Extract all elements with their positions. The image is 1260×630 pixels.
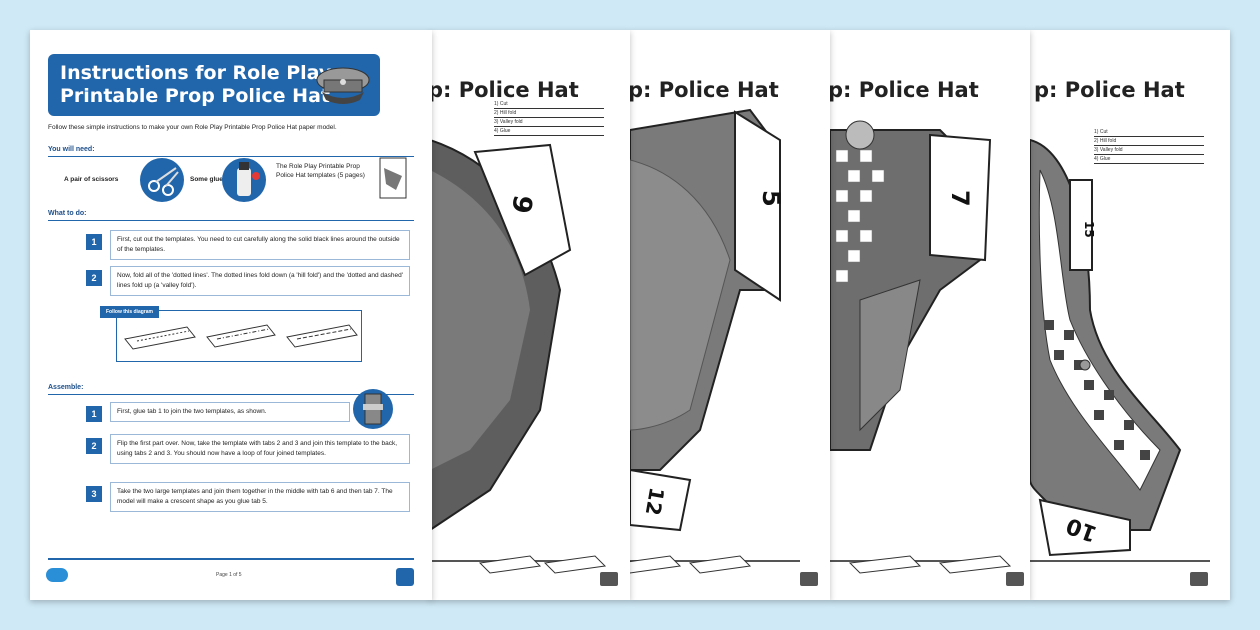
template-sheet-1: p: Police Hat 1) Cut 2) Hill fold 3) Val… — [430, 30, 630, 600]
fold-diagram — [848, 555, 1012, 574]
tab-label-bottom: 12 — [641, 486, 669, 518]
quality-badge — [396, 568, 414, 586]
twinkl-badge — [1006, 572, 1024, 586]
hat-piece-illustration: 5 12 — [630, 108, 785, 532]
title-banner: Instructions for Role Play Printable Pro… — [48, 54, 380, 116]
tab-label: 9 — [505, 193, 538, 216]
police-hat-icon — [316, 67, 370, 104]
section-divider — [48, 220, 414, 221]
sheet-title: p: Police Hat — [1034, 78, 1185, 102]
step-number: 1 — [86, 234, 102, 250]
step-number: 2 — [86, 270, 102, 286]
templates-icon — [379, 157, 407, 199]
fold-diagram-box — [116, 310, 362, 362]
scissors-label: A pair of scissors — [64, 176, 119, 183]
step-number: 3 — [86, 486, 102, 502]
fold-diagram — [478, 555, 607, 574]
sheet-title: p: Police Hat — [830, 78, 979, 102]
intro-text: Follow these simple instructions to make… — [48, 124, 337, 131]
twinkl-logo — [46, 568, 68, 582]
hat-piece-illustration: 7 — [830, 120, 992, 451]
hat-piece-illustration: 15 10 — [1030, 138, 1182, 557]
template-sheet-2: p: Police Hat 5 12 — [630, 30, 830, 600]
sheet-title: p: Police Hat — [430, 78, 579, 102]
step-text: First, glue tab 1 to join the two templa… — [110, 402, 350, 422]
template-sheet-3: p: Police Hat 7 — [830, 30, 1030, 600]
assemble-heading: Assemble: — [48, 384, 84, 391]
instructions-document: Instructions for Role Play Printable Pro… — [30, 30, 432, 600]
step-number: 2 — [86, 438, 102, 454]
footer-rule — [48, 558, 414, 560]
step-text: Flip the first part over. Now, take the … — [110, 434, 410, 464]
fold-key: 1) Cut 2) Hill fold 3) Valley fold 4) Gl… — [1094, 128, 1204, 164]
scissors-icon — [140, 158, 184, 202]
step-text: Take the two large templates and join th… — [110, 482, 410, 512]
template-sheet-4: p: Police Hat 1) Cut 2) Hill fold 3) Val… — [1030, 30, 1230, 600]
page-number: Page 1 of 5 — [216, 572, 242, 578]
section-divider — [48, 394, 414, 395]
you-will-need-heading: You will need: — [48, 146, 95, 153]
sheet-title: p: Police Hat — [630, 78, 779, 102]
step-number: 1 — [86, 406, 102, 422]
tab-label: 15 — [1082, 221, 1096, 238]
templates-label: The Role Play Printable Prop Police Hat … — [276, 163, 365, 179]
document-title: Instructions for Role Play Printable Pro… — [60, 62, 332, 107]
fold-diagram — [630, 555, 752, 574]
hat-piece-illustration: 9 — [430, 138, 572, 532]
diagram-tag: Follow this diagram — [100, 306, 159, 318]
step-text: First, cut out the templates. You need t… — [110, 230, 410, 260]
twinkl-badge — [800, 572, 818, 586]
step-text: Now, fold all of the 'dotted lines'. The… — [110, 266, 410, 296]
glue-icon — [222, 158, 266, 202]
footer-rule — [1030, 560, 1210, 562]
glue-label: Some glue — [190, 176, 223, 183]
assembly-icon — [353, 389, 393, 429]
tab-label: 7 — [946, 190, 974, 207]
twinkl-badge — [1190, 572, 1208, 586]
what-to-do-heading: What to do: — [48, 210, 87, 217]
twinkl-badge — [600, 572, 618, 586]
fold-diagram — [124, 324, 358, 350]
section-divider — [48, 156, 414, 157]
tab-label: 5 — [757, 190, 785, 207]
fold-key: 1) Cut 2) Hill fold 3) Valley fold 4) Gl… — [494, 100, 604, 136]
